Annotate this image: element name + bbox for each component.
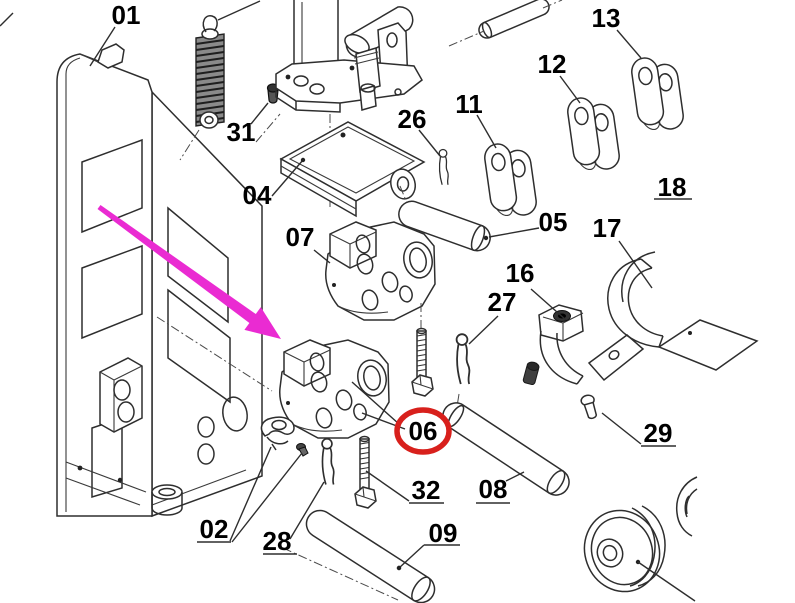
partial-ring-part	[675, 476, 698, 537]
callout-26: 26	[398, 104, 427, 134]
pointer-arrow	[97, 205, 281, 339]
callout-18: 18	[658, 172, 687, 202]
pulley-wheel-part	[583, 505, 696, 602]
u-bracket-part-12	[565, 92, 622, 175]
tension-spring-part	[179, 0, 261, 161]
callout-01: 01	[112, 0, 141, 30]
u-bracket-part-13	[629, 52, 686, 135]
u-bracket-part-11	[482, 138, 539, 221]
callout-12: 12	[538, 49, 567, 79]
centerline	[282, 547, 399, 601]
hex-bolt-part-32	[354, 435, 377, 509]
callout-16: 16	[506, 258, 535, 288]
clamp-clip-part-02	[260, 416, 309, 457]
highlight-circle-06	[394, 407, 452, 455]
stud-screw-part-29	[580, 394, 598, 420]
callout-08: 08	[479, 474, 508, 504]
callout-32: 32	[412, 475, 441, 505]
curved-saddle-part-16	[522, 304, 645, 386]
callout-28: 28	[263, 526, 292, 556]
callout-13: 13	[592, 3, 621, 33]
pivot-pin-part-09	[305, 509, 436, 603]
cotter-pin-part-28	[321, 438, 335, 486]
callout-17: 17	[593, 213, 622, 243]
callout-09: 09	[429, 518, 458, 548]
hex-bolt-upper-part	[411, 327, 434, 397]
callout-31: 31	[227, 117, 256, 147]
hydraulic-jack-part	[275, 0, 423, 113]
clamp-block-part-07	[325, 221, 437, 321]
mounting-plate-part-04	[279, 114, 426, 218]
centerline	[156, 316, 273, 392]
upper-link-pin-part	[448, 0, 563, 47]
callout-labels: 01 31 04 26 11 12 13 18 05 07 17 16 27 0…	[112, 0, 687, 556]
callout-11: 11	[455, 89, 483, 119]
callout-06-highlighted: 06	[409, 416, 438, 446]
support-frame-part	[0, 12, 263, 518]
callout-02: 02	[200, 514, 229, 544]
callout-04: 04	[243, 180, 272, 210]
leader-lines	[89, 26, 692, 571]
cotter-pin-part-27	[455, 333, 471, 385]
callout-05: 05	[539, 207, 568, 237]
cotter-pin-part-26	[438, 148, 449, 186]
callout-29: 29	[644, 418, 673, 448]
centerline	[455, 393, 460, 414]
callout-27: 27	[488, 287, 517, 317]
clamp-block-part-06	[279, 339, 391, 439]
callout-07: 07	[286, 222, 315, 252]
clevis-pin-part-05	[398, 200, 491, 252]
curved-saddle-part-17	[607, 251, 759, 371]
